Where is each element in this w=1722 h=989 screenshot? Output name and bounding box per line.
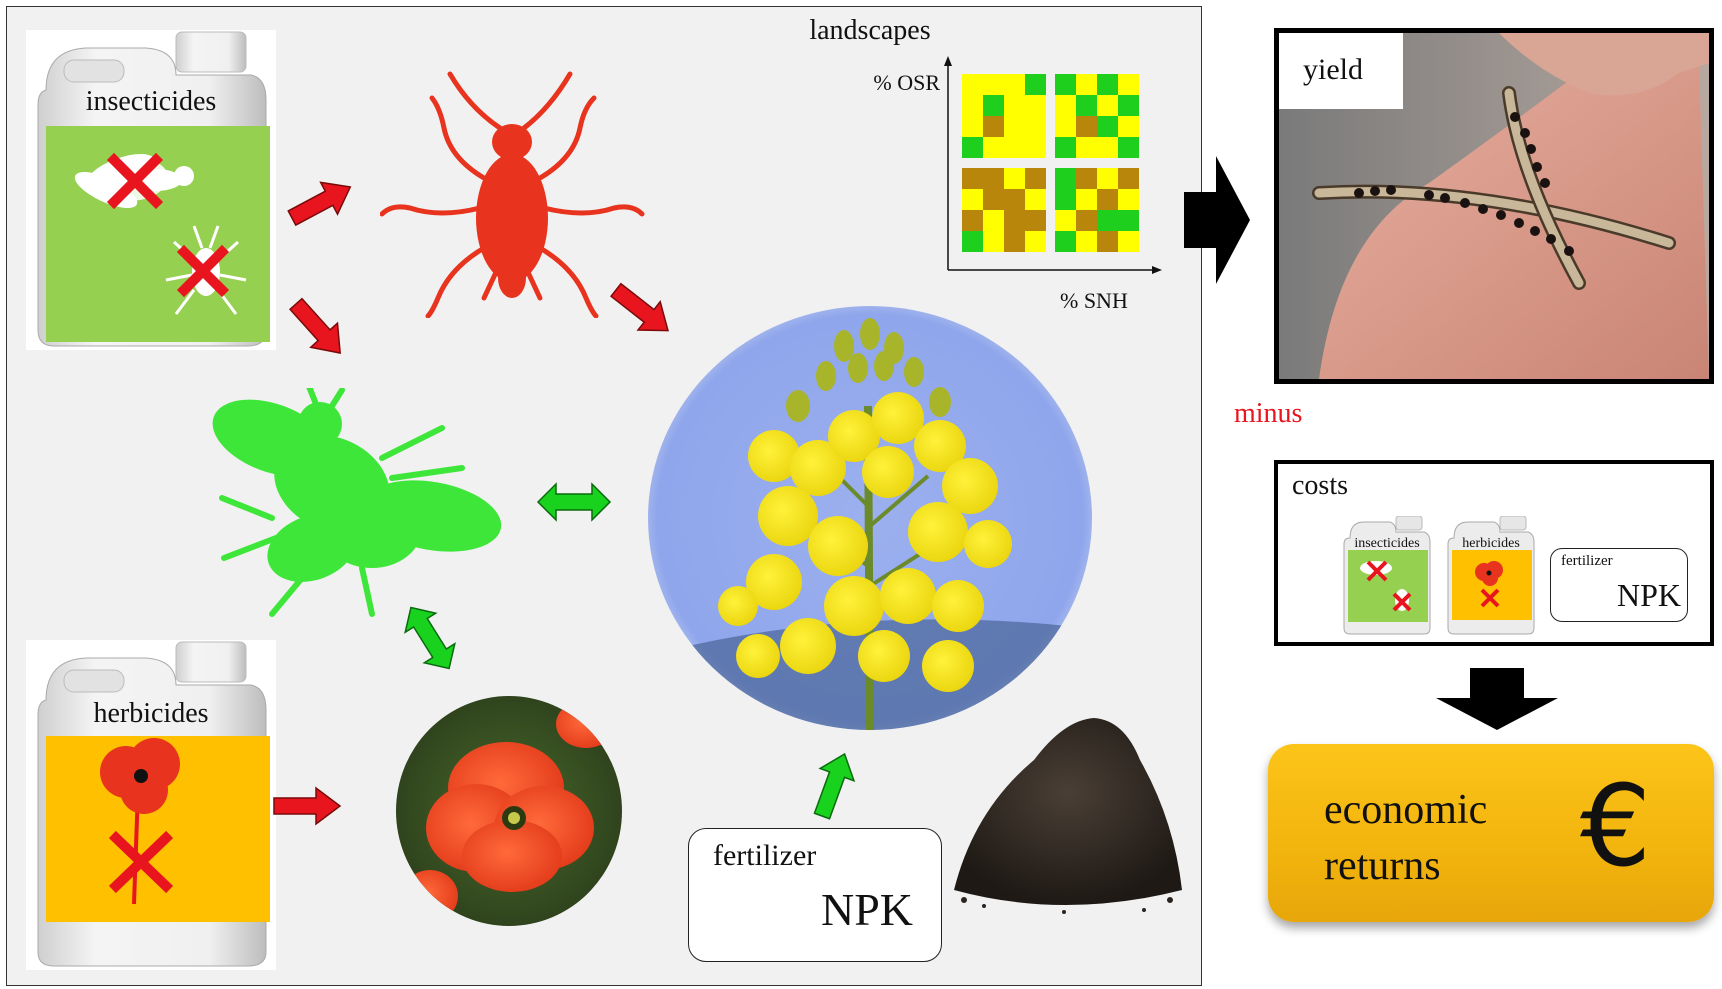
landscapes-title: landscapes (809, 15, 931, 46)
costs-herbicides-jug: herbicides (1446, 516, 1536, 636)
soil-pile-photo (944, 690, 1188, 920)
costs-insecticides-label: insecticides (1354, 536, 1420, 551)
poppy-photo (396, 696, 622, 926)
minus-label: minus (1234, 398, 1303, 429)
costs-fertilizer-npk: NPK (1616, 577, 1681, 613)
costs-fertilizer-box: fertilizer NPK (1550, 548, 1688, 622)
bee-pollinator (212, 388, 512, 620)
insecticides-jug: insecticides (26, 30, 276, 350)
oilseed-rape-photo (648, 306, 1092, 730)
aphid-pest (380, 68, 645, 318)
fertilizer-box: fertilizer NPK (688, 828, 942, 962)
costs-panel: costs insecticides herbicides fertilizer… (1274, 460, 1714, 646)
yield-panel: yield (1274, 28, 1714, 384)
costs-fertilizer-label: fertilizer (1561, 553, 1613, 569)
yield-label: yield (1303, 53, 1363, 86)
economic-returns-line2: returns (1324, 843, 1441, 889)
fertilizer-npk: NPK (820, 884, 913, 935)
arrow-to-economic-returns (1436, 668, 1558, 730)
yield-label-bg (1279, 33, 1403, 109)
landscapes-grid-chart (940, 50, 1165, 280)
costs-insecticides-jug: insecticides (1342, 516, 1432, 636)
landscapes-y-axis-label: % OSR (873, 70, 940, 95)
economic-returns-box: economic returns € (1268, 744, 1714, 922)
costs-title: costs (1292, 470, 1348, 501)
euro-symbol: € (1580, 762, 1652, 892)
insecticides-label: insecticides (85, 86, 217, 117)
herbicides-label: herbicides (93, 698, 209, 729)
costs-herbicides-label: herbicides (1462, 536, 1520, 551)
fertilizer-label: fertilizer (713, 839, 817, 872)
landscapes-x-axis-label: % SNH (1060, 288, 1128, 313)
herbicides-jug: herbicides (26, 640, 276, 970)
economic-returns-line1: economic (1324, 787, 1488, 833)
